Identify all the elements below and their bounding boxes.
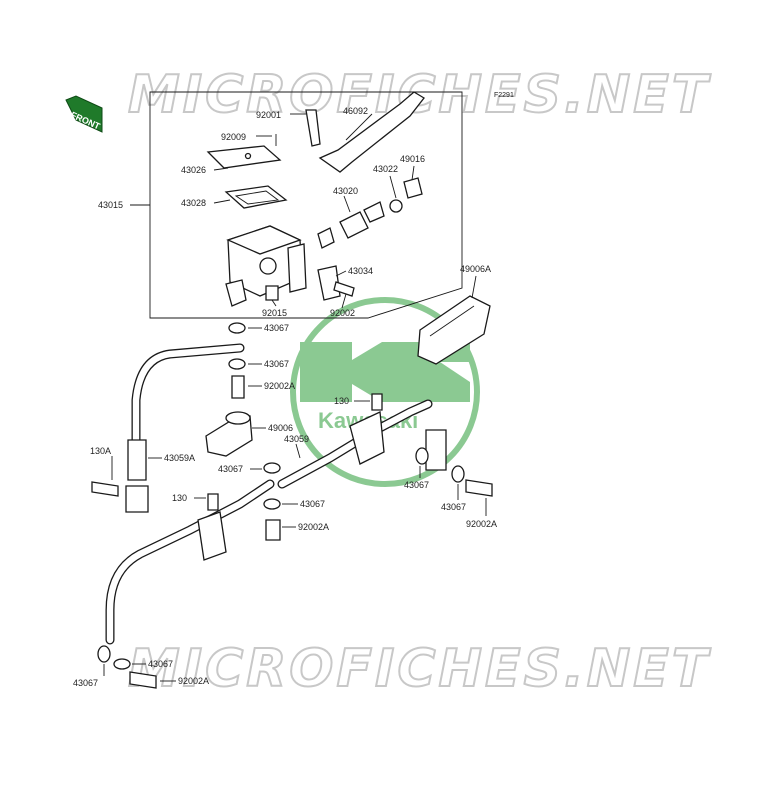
label-43026: 43026 (181, 165, 206, 175)
banjo-bolt-92002A-b (465, 479, 493, 497)
washer-43067-d (451, 465, 465, 483)
washer-43067-c (415, 447, 429, 465)
label-130-top: 130 (334, 396, 349, 406)
label-49006: 49006 (268, 423, 293, 433)
label-43034: 43034 (348, 266, 373, 276)
bolt-130-mid (207, 493, 219, 511)
label-92002A-c: 92002A (466, 519, 497, 529)
bolt-130A (91, 481, 119, 497)
front-arrow-icon: FRONT (65, 95, 103, 133)
label-92002A-d: 92002A (178, 676, 209, 686)
bolt-130-top (371, 393, 383, 411)
label-92009: 92009 (221, 132, 246, 142)
washer-43067-e (263, 462, 281, 474)
screw-92015 (265, 285, 279, 301)
hose-clamp-lower (197, 511, 227, 561)
label-43059: 43059 (284, 434, 309, 444)
master-cylinder-assembly-box (149, 91, 463, 319)
label-92002A-b: 92002A (298, 522, 329, 532)
label-92001: 92001 (256, 110, 281, 120)
clamp-holder (317, 265, 341, 301)
watermark-bottom: MICROFICHES.NET (128, 639, 711, 699)
dust-boot (403, 177, 423, 199)
diagram-code: F2291 (494, 92, 514, 99)
logo-ring (290, 297, 480, 487)
label-43067-f: 43067 (441, 502, 466, 512)
banjo-fitting-right (425, 429, 447, 471)
label-43067-g: 43067 (73, 678, 98, 688)
label-46092: 46092 (343, 106, 368, 116)
label-130A: 130A (90, 446, 111, 456)
diaphragm (224, 185, 288, 209)
label-43022: 43022 (373, 164, 398, 174)
piston-kit (317, 201, 385, 249)
label-92002: 92002 (330, 308, 355, 318)
clamp-bolt (333, 281, 355, 297)
banjo-fitting-left (125, 485, 149, 513)
label-43067-c: 43067 (218, 464, 243, 474)
pivot-bolt (305, 109, 321, 147)
leader-lines (103, 113, 487, 682)
label-130-mid: 130 (172, 493, 187, 503)
label-43067-d: 43067 (300, 499, 325, 509)
label-43067-b: 43067 (264, 359, 289, 369)
label-43067-h: 43067 (148, 659, 173, 669)
reservoir-cap (206, 145, 282, 169)
washer-43067-b (228, 358, 246, 370)
label-49016: 49016 (400, 154, 425, 164)
label-43059A: 43059A (164, 453, 195, 463)
hose-clamp-upper (349, 411, 385, 465)
brake-lever (318, 91, 425, 173)
washer-43067-g (97, 645, 111, 663)
banjo-bolt-92002A-d (129, 671, 157, 689)
label-49006A: 49006A (460, 264, 491, 274)
label-43028: 43028 (181, 198, 206, 208)
label-43067-e: 43067 (404, 480, 429, 490)
label-43020: 43020 (333, 186, 358, 196)
washer-43067-f (263, 498, 281, 510)
label-43015: 43015 (98, 200, 123, 210)
master-cylinder-body (225, 225, 307, 307)
washer-43067-a (228, 322, 246, 334)
circlip (389, 199, 403, 213)
washer-43067-h (113, 658, 131, 670)
banjo-bolt-92002A-c (265, 519, 281, 541)
label-43067-a: 43067 (264, 323, 289, 333)
banjo-bolt-92002A-a (231, 375, 245, 399)
reservoir-49006A (417, 295, 491, 365)
label-92002A-a: 92002A (264, 381, 295, 391)
label-92015: 92015 (262, 308, 287, 318)
